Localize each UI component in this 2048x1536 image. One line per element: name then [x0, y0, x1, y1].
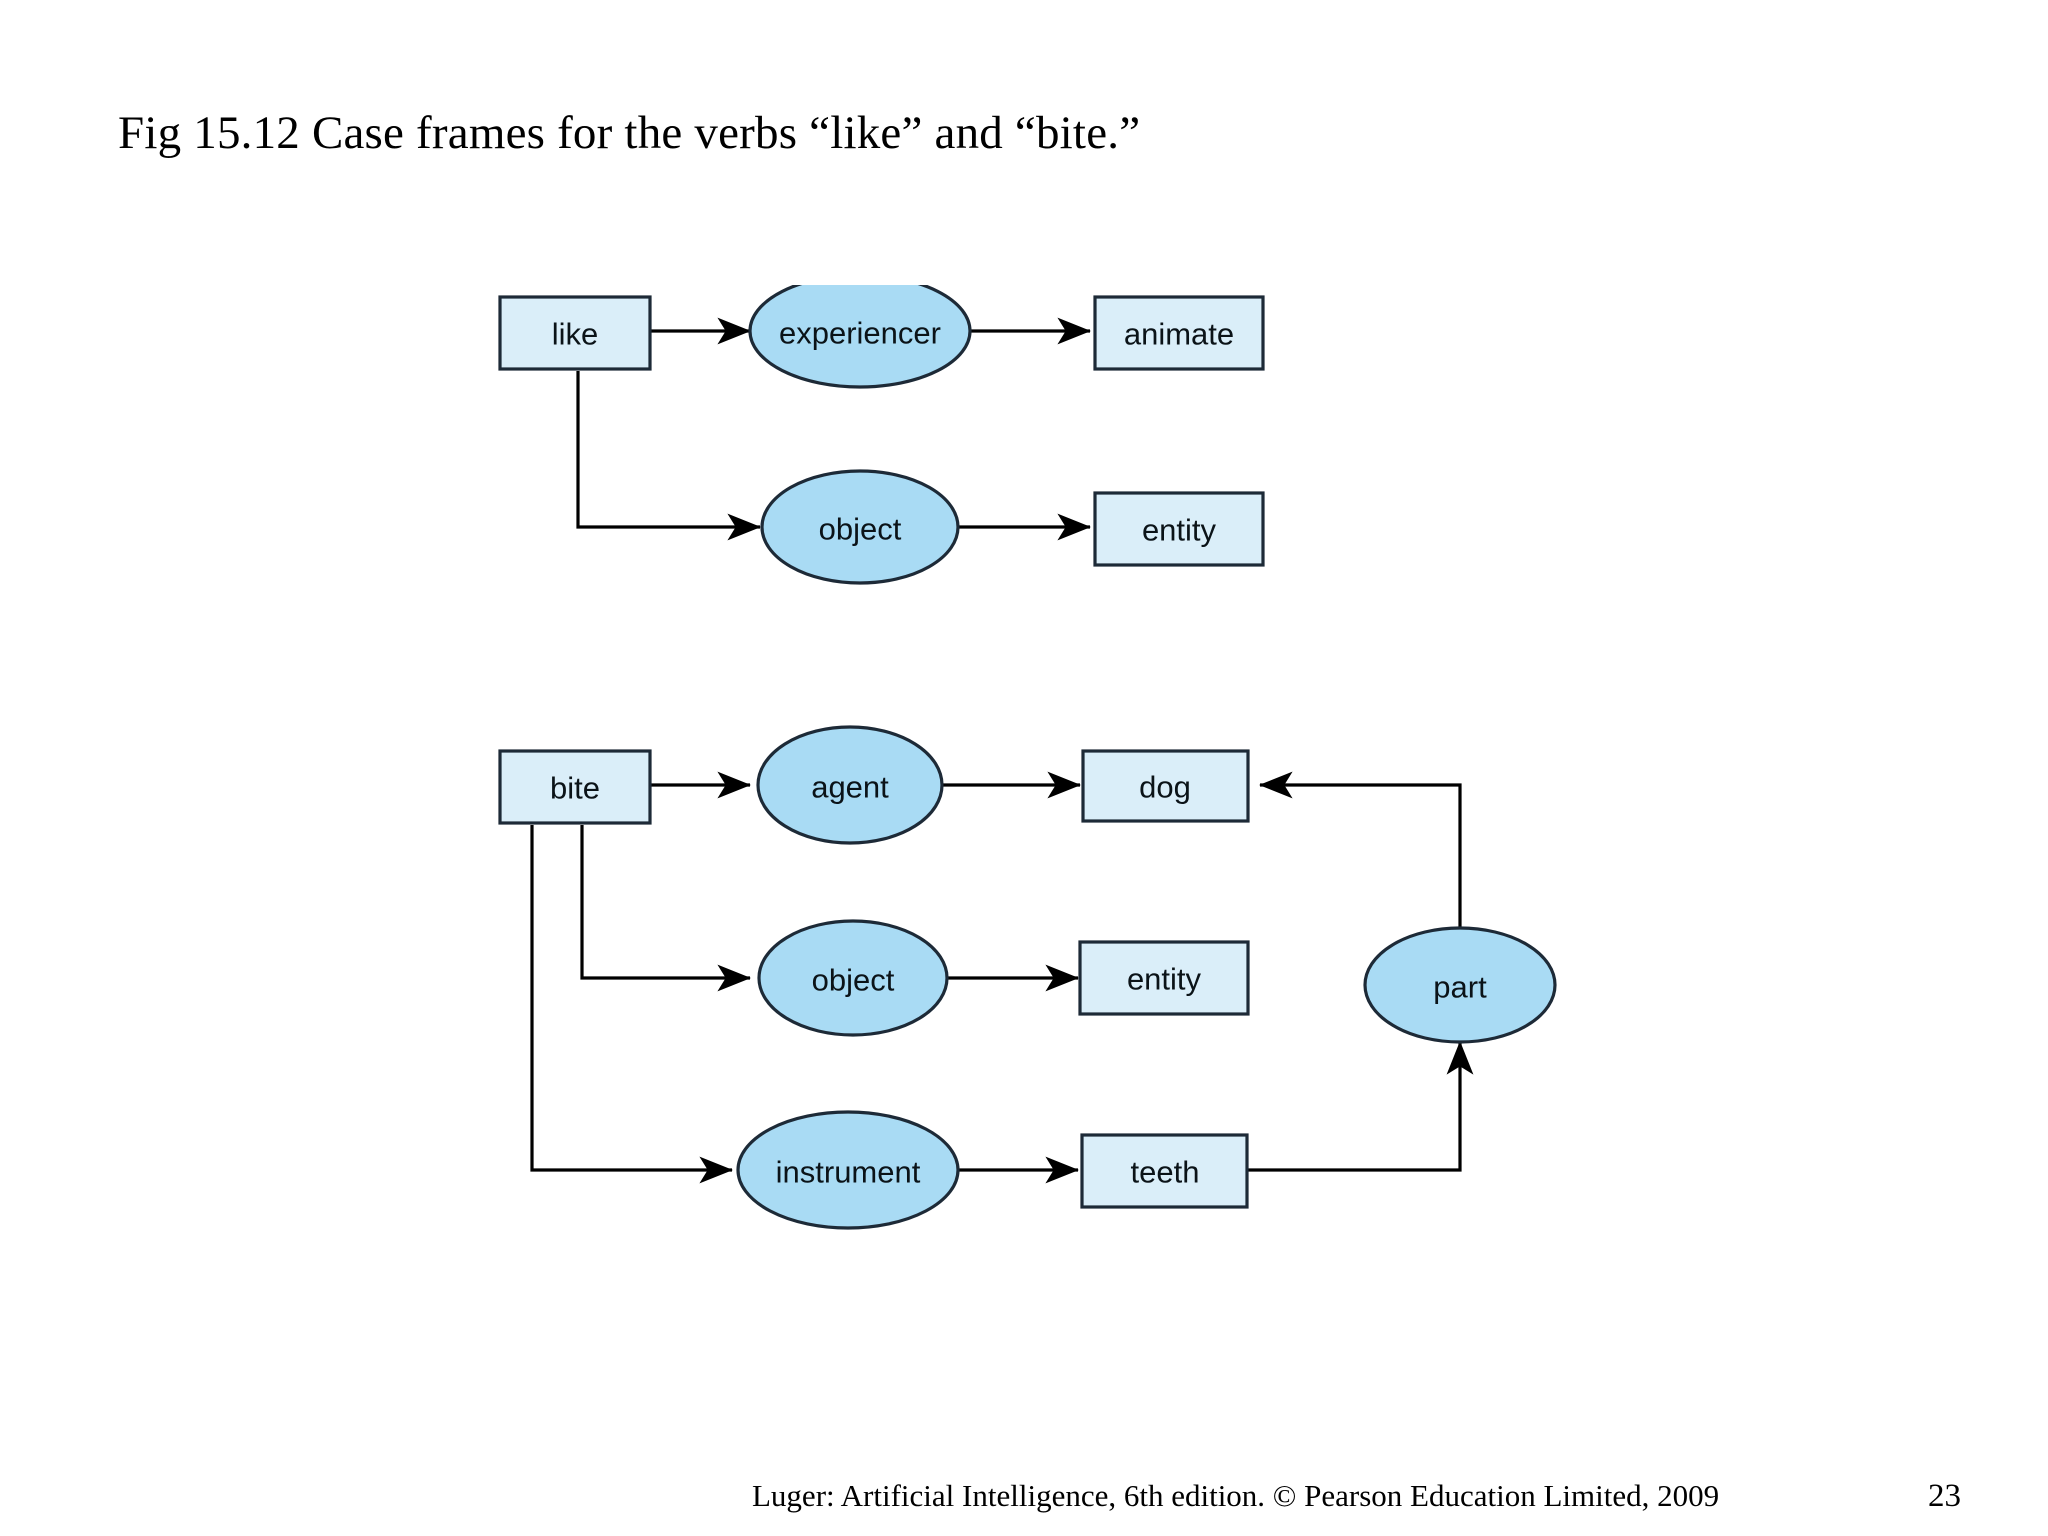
node-object-bite[interactable]: object	[757, 919, 949, 1037]
node-part-label: part	[1433, 970, 1487, 1005]
edge-like-object	[576, 371, 761, 541]
node-dog-label: dog	[1139, 770, 1191, 805]
page-number: 23	[1928, 1478, 1961, 1514]
node-experiencer[interactable]: experiencer	[748, 285, 972, 389]
node-entity-like-label: entity	[1142, 513, 1217, 548]
node-like-label: like	[552, 317, 599, 352]
node-agent-label: agent	[811, 770, 889, 805]
edge-part-dog	[1259, 771, 1462, 928]
node-bite[interactable]: bite	[498, 749, 652, 825]
node-entity-bite[interactable]: entity	[1078, 940, 1250, 1016]
node-instrument[interactable]: instrument	[736, 1110, 960, 1230]
node-bite-label: bite	[550, 771, 600, 806]
node-entity-bite-label: entity	[1127, 962, 1202, 997]
edge-bite-object	[580, 825, 751, 992]
node-experiencer-label: experiencer	[779, 316, 941, 351]
node-animate[interactable]: animate	[1093, 295, 1265, 371]
node-teeth[interactable]: teeth	[1080, 1133, 1249, 1209]
node-instrument-label: instrument	[776, 1155, 921, 1190]
node-entity-like[interactable]: entity	[1093, 491, 1265, 567]
node-dog[interactable]: dog	[1081, 749, 1250, 823]
case-frame-diagram: like experiencer animate object entity	[460, 285, 1660, 1245]
footer-credit: Luger: Artificial Intelligence, 6th edit…	[752, 1478, 1720, 1513]
page-title: Fig 15.12 Case frames for the verbs “lik…	[118, 107, 1141, 159]
node-object-like-label: object	[819, 512, 902, 547]
node-part[interactable]: part	[1363, 926, 1557, 1044]
node-animate-label: animate	[1124, 317, 1234, 352]
node-agent[interactable]: agent	[756, 725, 944, 845]
node-teeth-label: teeth	[1131, 1155, 1200, 1190]
node-object-bite-label: object	[812, 963, 895, 998]
edge-teeth-part	[1246, 1041, 1474, 1172]
node-object-like[interactable]: object	[760, 469, 960, 585]
node-like[interactable]: like	[498, 295, 652, 371]
edge-bite-instrument	[530, 825, 733, 1184]
